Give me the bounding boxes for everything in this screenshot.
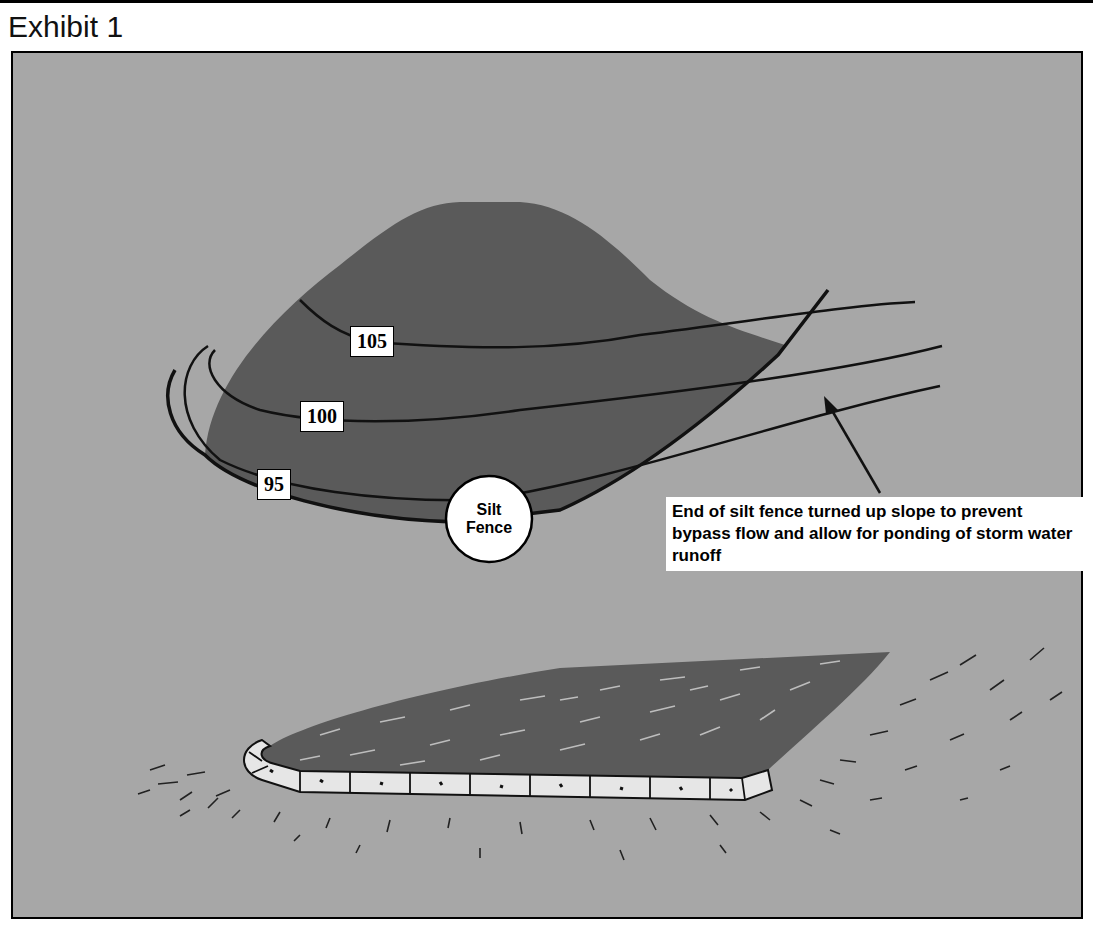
contour-label: 100: [300, 401, 344, 432]
leader-line: [830, 407, 880, 493]
contour-lines: [185, 300, 942, 500]
silt-fence-strip: [244, 740, 772, 800]
elevation-number: 95: [264, 473, 284, 496]
label-text: Silt Fence: [459, 501, 519, 536]
ground-texture: [138, 648, 1062, 860]
callout-circle: Silt Fence: [444, 474, 534, 564]
circle-shape: [446, 476, 532, 562]
note-box: End of silt fence turned up slope to pre…: [666, 497, 1088, 571]
contour-label: 105: [350, 326, 394, 357]
fence-surface: [262, 652, 890, 778]
leader-arrowhead: [824, 396, 838, 414]
fence-specks: [270, 770, 732, 791]
panel: [12, 52, 1082, 918]
label-text: End of silt fence turned up slope to pre…: [672, 501, 1082, 567]
top-rule: [0, 0, 1093, 3]
contour-label: 95: [257, 469, 291, 500]
elevation-number: 100: [307, 405, 337, 428]
contour-95: [185, 346, 940, 500]
exhibit-title: Exhibit 1: [8, 10, 123, 44]
surface-texture: [300, 661, 840, 765]
elevation-number: 105: [357, 330, 387, 353]
soil-stockpile: [205, 202, 785, 522]
fence-posts: [249, 752, 745, 800]
